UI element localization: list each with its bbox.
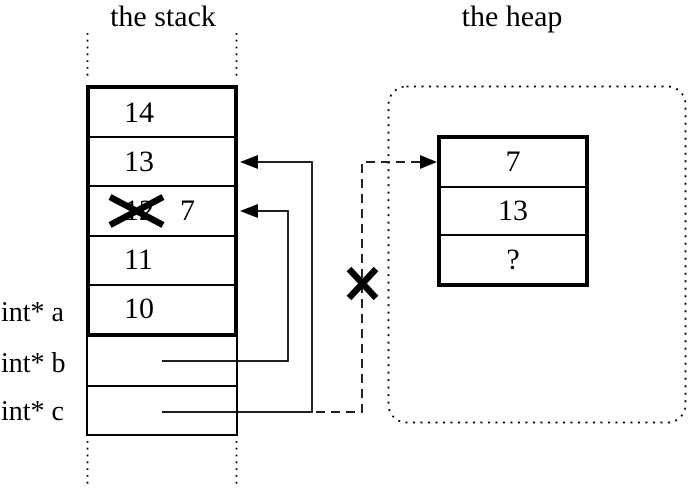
stack-frame-box: 14 13 12 7 11 10	[86, 85, 238, 337]
heap-block: 7 13 ?	[437, 135, 589, 287]
pointer-cell-b	[88, 337, 236, 387]
pointer-label-b: int* b	[1, 348, 66, 379]
dangling-pointer-dashed-arrow	[316, 155, 437, 413]
heap-cell-value: ?	[506, 242, 520, 276]
heap-cell: 13	[441, 188, 585, 237]
stack-cell: 13	[90, 138, 234, 188]
stack-cell-value: 14	[124, 95, 154, 129]
new-value: 7	[180, 194, 195, 227]
stack-cell-value: 10	[124, 292, 154, 326]
pointer-label-c: int* c	[1, 396, 64, 427]
stack-cell: 10	[90, 286, 234, 333]
arrowhead-left-icon	[240, 204, 258, 218]
heap-cell-value: 7	[505, 145, 521, 179]
invalid-pointer-x-icon	[346, 266, 379, 301]
heap-cell-value: 13	[498, 194, 528, 227]
stack-cell-updated: 12 7	[90, 187, 234, 237]
pointer-cells-box	[86, 337, 238, 436]
arrowhead-left-icon	[240, 155, 258, 169]
arrowhead-right-icon	[420, 155, 437, 169]
stack-cell: 14	[90, 89, 234, 139]
heap-title: the heap	[461, 0, 563, 33]
stack-cell-value: 13	[124, 144, 154, 178]
stack-cell-value: 11	[124, 243, 153, 277]
stack-title: the stack	[110, 0, 216, 33]
heap-cell: 7	[441, 139, 585, 188]
crossed-out-old-value: 12	[124, 194, 154, 227]
heap-cell: ?	[441, 236, 585, 283]
pointer-label-a: int* a	[1, 297, 64, 328]
pointer-cell-c	[88, 387, 236, 435]
stack-cell: 11	[90, 237, 234, 286]
